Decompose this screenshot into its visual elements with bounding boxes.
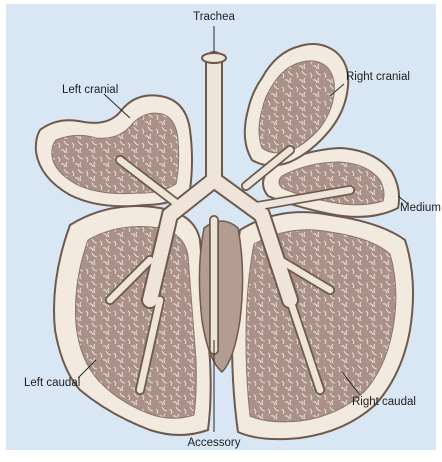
label-accessory: Accessory <box>187 437 240 449</box>
label-left-cranial: Left cranial <box>62 84 118 96</box>
trachea-opening <box>202 53 226 63</box>
label-right-cranial: Right cranial <box>346 71 410 83</box>
label-right-caudal: Right caudal <box>352 396 416 408</box>
label-trachea: Trachea <box>193 11 235 23</box>
label-medium: Medium <box>400 202 441 214</box>
label-left-caudal: Left caudal <box>24 377 80 389</box>
